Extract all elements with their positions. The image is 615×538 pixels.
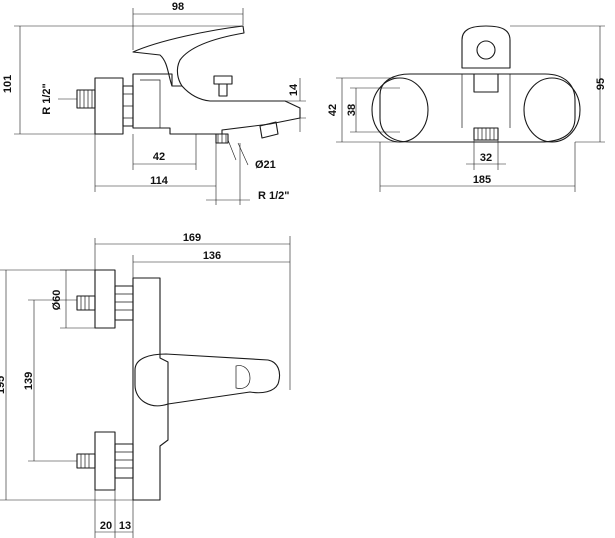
dim-114: 114 [150, 175, 169, 187]
dim-95: 95 [595, 78, 607, 90]
dim-d60: Ø60 [51, 290, 63, 311]
dim-195: 195 [0, 376, 7, 394]
front-view: 95 42 38 32 185 [327, 25, 607, 192]
dim-42-front: 42 [327, 104, 339, 116]
dim-14: 14 [288, 83, 300, 96]
side-view: 98 101 R 1/2" 14 42 114 Ø21 R 1/2" [2, 1, 306, 205]
dim-98: 98 [172, 1, 184, 13]
top-view: 169 136 Ø60 195 139 20 13 [0, 232, 291, 538]
dim-20: 20 [100, 520, 112, 532]
dim-42: 42 [153, 151, 165, 163]
dim-38: 38 [346, 104, 358, 116]
dim-139: 139 [23, 372, 35, 390]
dim-r-half-inlet: R 1/2" [41, 83, 53, 115]
dim-13: 13 [119, 520, 131, 532]
dim-169: 169 [183, 232, 201, 244]
dim-136: 136 [203, 250, 221, 262]
dim-d21: Ø21 [255, 159, 276, 171]
dim-32: 32 [480, 152, 492, 164]
dim-r-half-outlet: R 1/2" [258, 190, 290, 202]
dim-185: 185 [473, 174, 491, 186]
dim-101: 101 [2, 75, 14, 93]
